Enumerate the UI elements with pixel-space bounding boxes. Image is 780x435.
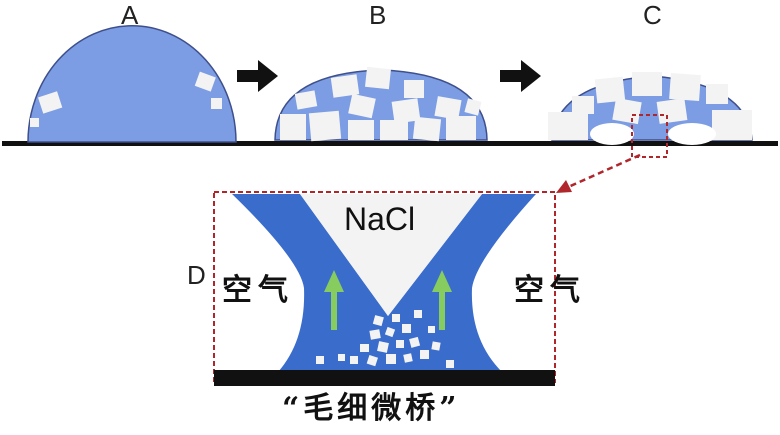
salt-particles [316,310,454,368]
salt-crystal [30,118,39,127]
salt-crystal [380,120,408,140]
salt-crystal [446,116,476,140]
salt-crystal [348,120,374,140]
salt-crystal [391,98,421,124]
label-b: B [369,0,387,30]
substrate-line [2,141,778,146]
upward-flow-arrow [432,270,452,330]
salt-crystal [211,98,222,109]
salt-crystal [348,93,376,119]
salt-crystal [38,91,63,114]
capillary-bridge [232,194,536,372]
salt-crystal [572,96,594,114]
salt-crystal [330,74,360,98]
label-a: A [121,0,139,30]
label-c: C [643,0,662,30]
label-d: D [187,260,206,290]
salt-crystal [594,76,626,104]
zoom-connector-arrowhead [556,180,572,193]
air-pocket [668,123,716,145]
salt-crystal [712,110,752,140]
process-arrow [237,60,278,92]
salt-crystal [404,80,424,98]
salt-crystal [280,114,306,140]
zoom-region-marker [631,114,668,158]
process-arrow [500,60,541,92]
zoom-panel [213,191,556,386]
droplet-a [27,25,237,143]
salt-crystal [632,72,662,96]
air-pocket [590,123,634,145]
salt-crystal [365,66,391,90]
salt-crystal [548,112,588,140]
salt-crystal [412,116,442,142]
upward-flow-arrow [324,270,344,330]
salt-crystal [464,98,482,116]
substrate-bar [214,370,555,386]
salt-crystal [612,97,642,125]
diagram-caption: “毛细微桥” [282,391,461,426]
salt-crystal [706,84,728,104]
air-label-right: 空气 [514,273,586,308]
salt-crystal [669,72,701,102]
zoom-connector [565,153,641,190]
salt-crystal [294,90,318,110]
air-label-left: 空气 [222,273,294,308]
salt-crystal [308,110,342,142]
salt-crystal [656,98,688,124]
salt-crystal [194,71,216,92]
droplet-b [274,66,488,142]
salt-wedge [300,194,482,316]
droplet-c [548,72,753,145]
salt-label: NaCl [344,201,416,237]
salt-crystal [434,96,462,120]
